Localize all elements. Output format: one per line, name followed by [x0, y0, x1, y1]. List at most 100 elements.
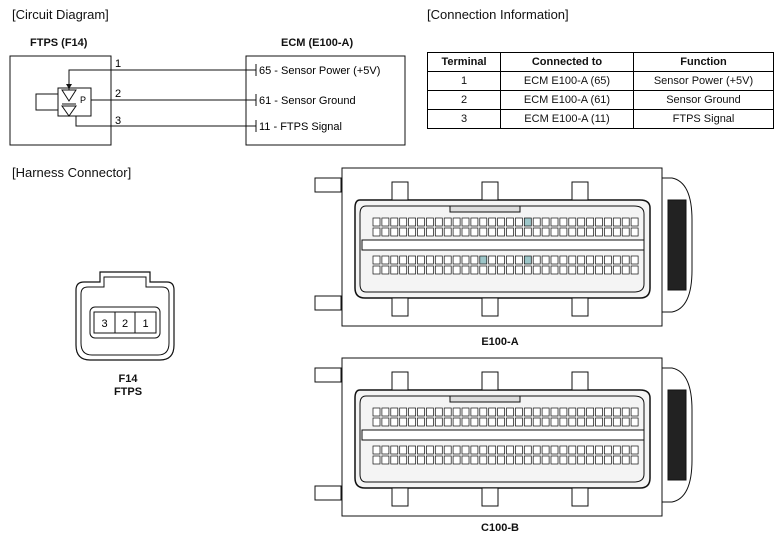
pin-cavity — [621, 407, 630, 417]
pin-cavity — [426, 455, 434, 465]
pin-cavity — [452, 255, 461, 265]
ftps-label: FTPS — [113, 386, 143, 398]
pin-cavity — [621, 455, 630, 465]
pin-cavity — [612, 255, 621, 265]
pin-cavity — [541, 455, 550, 465]
pin-cavity — [470, 255, 479, 265]
pin-cavity — [488, 217, 497, 227]
pin-cavity — [434, 265, 443, 275]
ftps-pin-2: 2 — [115, 88, 121, 100]
connector-key — [571, 487, 589, 507]
pin-cavity — [550, 417, 559, 427]
f14-pin-3: 3 — [101, 318, 107, 330]
e100a-connector — [314, 167, 693, 327]
pin-cavity — [506, 445, 514, 455]
pin-cavity — [541, 445, 550, 455]
pin-cavity — [630, 265, 639, 275]
pin-cavity — [568, 455, 577, 465]
pin-cavity — [595, 255, 603, 265]
table-cell: 2 — [427, 90, 501, 110]
pin-cavity — [568, 227, 577, 237]
pin-cavity — [604, 407, 612, 417]
pin-cavity — [612, 407, 621, 417]
pin-cavity — [532, 265, 541, 275]
circuit-diagram-heading: [Circuit Diagram] — [12, 7, 109, 22]
pin-cavity — [452, 227, 461, 237]
pin-cavity — [443, 445, 452, 455]
wire-1 — [68, 69, 111, 78]
f14-pin-2: 2 — [122, 318, 128, 330]
pin-cavity — [488, 417, 497, 427]
pin-cavity — [390, 407, 399, 417]
pin-cavity — [497, 407, 505, 417]
connector-key — [481, 371, 499, 391]
pin-cavity — [452, 455, 461, 465]
pin-cavity — [417, 445, 425, 455]
pin-cavity — [577, 455, 586, 465]
pin-cavity — [586, 265, 594, 275]
pin-cavity — [604, 445, 612, 455]
pin-cavity — [532, 417, 541, 427]
pressure-sensor-icon — [35, 78, 92, 117]
pin-cavity — [604, 227, 612, 237]
pin-cavity — [604, 217, 612, 227]
pin-cavity — [408, 417, 416, 427]
pin-cavity — [550, 445, 559, 455]
pin-cavity — [479, 445, 488, 455]
pin-cavity — [550, 265, 559, 275]
pin-cavity — [426, 265, 434, 275]
pin-cavity — [497, 255, 505, 265]
pin-cavity — [550, 255, 559, 265]
pin-cavity — [470, 445, 479, 455]
table-header-row: Terminal Connected to Function — [427, 52, 774, 72]
pin-cavity — [515, 217, 523, 227]
pin-cavity — [461, 227, 470, 237]
table-cell: ECM E100-A (61) — [500, 90, 634, 110]
pin-cavity — [604, 417, 612, 427]
pin-cavity — [532, 407, 541, 417]
pin-cavity — [604, 265, 612, 275]
pin-cavity — [595, 455, 603, 465]
pin-cavity — [559, 445, 568, 455]
pin-cavity — [630, 217, 639, 227]
pin-cavity — [630, 445, 639, 455]
pin-cavity — [497, 265, 505, 275]
connector-key — [391, 487, 409, 507]
pin-cavity — [390, 265, 399, 275]
pin-cavity — [488, 407, 497, 417]
pin-cavity — [417, 217, 425, 227]
pin-cavity — [515, 407, 523, 417]
pin-cavity — [372, 217, 381, 227]
pin-cavity — [577, 217, 586, 227]
pin-cavity — [586, 417, 594, 427]
pin-cavity — [612, 227, 621, 237]
pin-cavity — [461, 265, 470, 275]
circuit-diagram: P 1 2 3 65 - Sensor Power (+5V) 61 - Sen… — [9, 55, 406, 146]
key-slot — [449, 205, 521, 213]
pin-cavity — [390, 227, 399, 237]
table-header: Function — [633, 52, 774, 72]
pin-cavity — [630, 227, 639, 237]
pin-cavity — [586, 407, 594, 417]
pin-cavity — [381, 217, 390, 227]
pin-cavity — [497, 217, 505, 227]
lever-latch — [667, 199, 687, 291]
pin-cavity — [408, 265, 416, 275]
pin-cavity — [426, 255, 434, 265]
connector-key — [391, 371, 409, 391]
pin-cavity — [568, 217, 577, 227]
pin-cavity — [506, 265, 514, 275]
connection-information-heading: [Connection Information] — [427, 7, 569, 22]
mount-tab — [314, 295, 342, 311]
pin-cavity — [461, 417, 470, 427]
pin-cavity — [372, 407, 381, 417]
ecm-title: ECM (E100-A) — [281, 37, 354, 49]
table-cell: ECM E100-A (11) — [500, 109, 634, 129]
pin-cavity — [470, 417, 479, 427]
connection-table: Terminal Connected to Function 1 ECM E10… — [427, 52, 774, 129]
table-cell: Sensor Ground — [633, 90, 774, 110]
pin-cavity — [550, 217, 559, 227]
connector-key — [481, 487, 499, 507]
pin-cavity — [443, 417, 452, 427]
pin-cavity — [381, 265, 390, 275]
